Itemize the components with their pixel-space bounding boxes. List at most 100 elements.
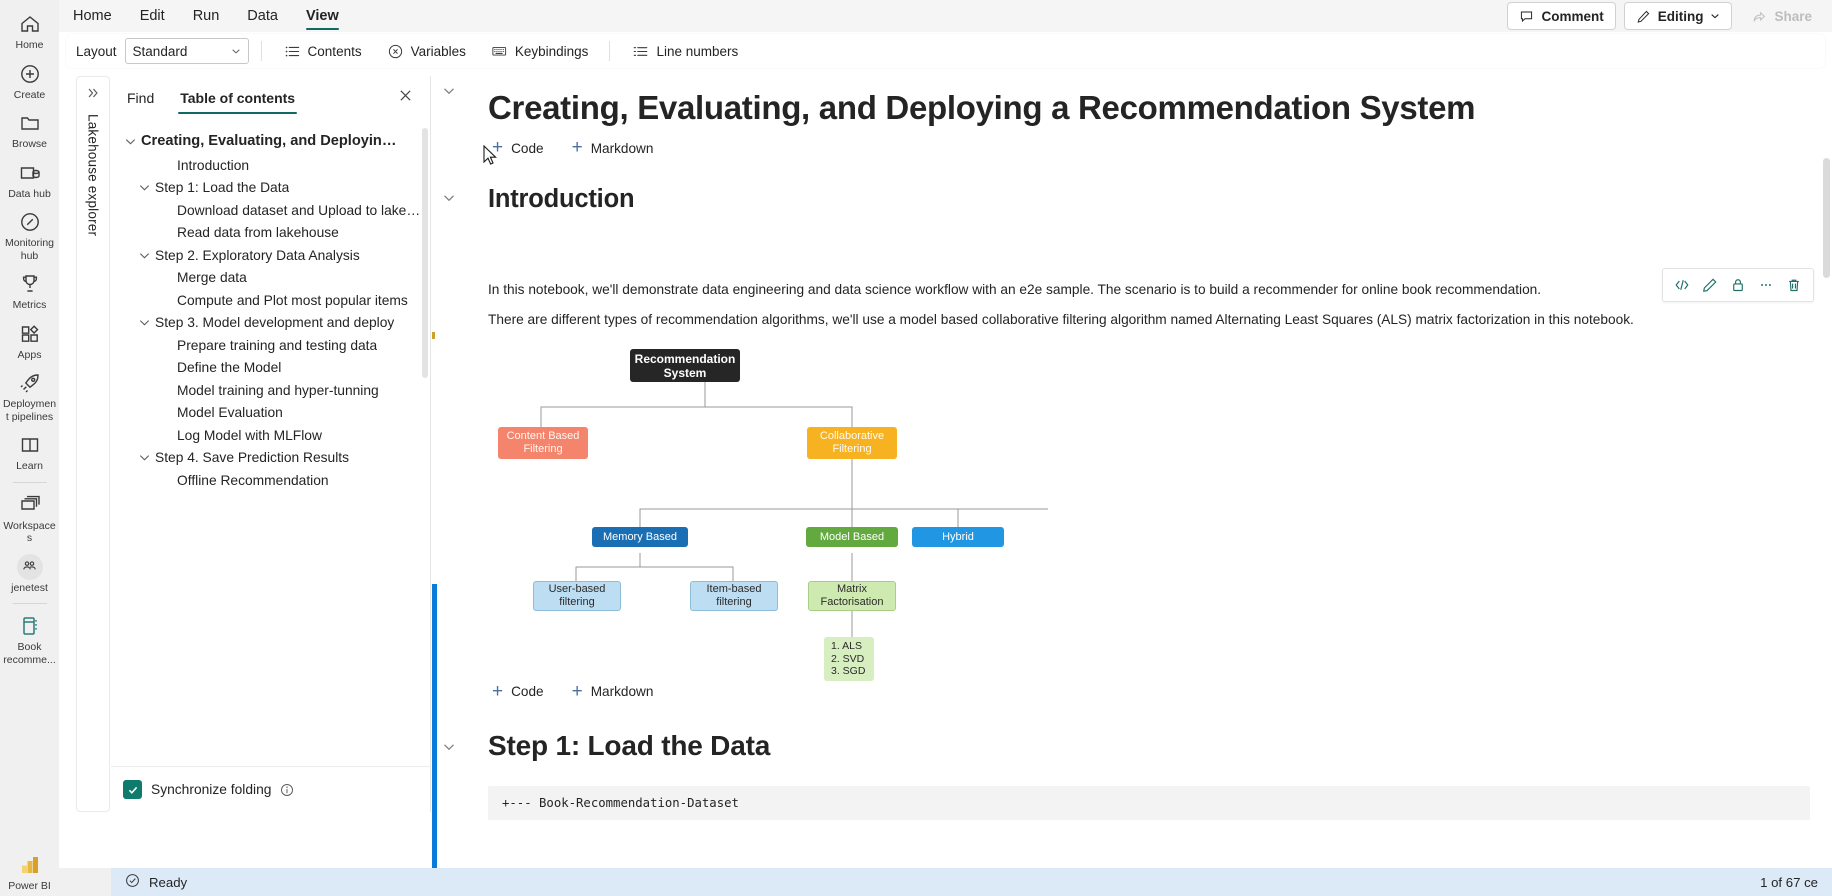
rail-item-user[interactable]: jenetest (0, 549, 59, 599)
toc-item-9[interactable]: Prepare training and testing data (111, 334, 430, 357)
pencil-icon[interactable] (1697, 273, 1723, 297)
trash-icon[interactable] (1781, 273, 1807, 297)
toc-item-10[interactable]: Define the Model (111, 357, 430, 380)
toc-item-12[interactable]: Model Evaluation (111, 402, 430, 425)
cell-collapse-toggle[interactable] (432, 76, 466, 98)
rail-item-browse[interactable]: Browse (0, 105, 59, 155)
workspaces-stack-icon (17, 492, 43, 518)
diagram-node-user-based: User-based filtering (533, 581, 621, 612)
rail-divider (12, 603, 47, 604)
ribbon-contents-button[interactable]: Contents (275, 38, 371, 64)
status-left-group: Ready (125, 873, 187, 891)
menu-home[interactable]: Home (73, 8, 112, 24)
rail-item-metrics[interactable]: Metrics (0, 266, 59, 316)
rail-item-deployment-pipelines[interactable]: Deployment pipelines (0, 365, 59, 427)
toc-item-1[interactable]: Introduction (111, 154, 430, 177)
toc-item-15[interactable]: Offline Recommendation (111, 469, 430, 492)
comment-button[interactable]: Comment (1507, 2, 1616, 30)
code-brackets-icon[interactable] (1669, 273, 1695, 297)
add-code-cell-button[interactable]: + Code (488, 138, 548, 159)
rail-item-monitoring-hub[interactable]: Monitoring hub (0, 204, 59, 266)
content-scrollbar-thumb[interactable] (1823, 158, 1830, 278)
tab-find[interactable]: Find (127, 90, 155, 106)
folder-icon (17, 110, 43, 136)
add-code-cell-button[interactable]: + Code (488, 681, 548, 702)
diagram-node-memory-based: Memory Based (592, 527, 688, 548)
toc-item-list[interactable]: Creating, Evaluating, and Deployin… Intro… (111, 128, 430, 766)
info-circle-icon[interactable] (280, 783, 294, 797)
toc-scrollbar[interactable] (422, 128, 428, 766)
toc-item-0[interactable]: Creating, Evaluating, and Deployin… (111, 128, 430, 154)
synchronize-folding-checkbox[interactable] (123, 780, 142, 799)
toc-item-label: Prepare training and testing data (177, 337, 378, 353)
toc-item-3[interactable]: Download dataset and Upload to lakeh… (111, 199, 430, 222)
line-numbers-icon (632, 43, 649, 60)
toc-item-13[interactable]: Log Model with MLFlow (111, 424, 430, 447)
keyboard-icon (491, 43, 508, 60)
rail-item-create[interactable]: Create (0, 56, 59, 106)
cell-action-toolbar (1662, 268, 1814, 302)
chevron-down-icon[interactable] (133, 316, 155, 329)
menu-view[interactable]: View (296, 1, 349, 31)
toc-item-2[interactable]: Step 1: Load the Data (111, 177, 430, 200)
share-button[interactable]: Share (1740, 2, 1824, 30)
toc-item-label: Model training and hyper-tunning (177, 382, 379, 398)
rail-label: Home (15, 39, 44, 51)
diagram-node-hybrid: Hybrid (912, 527, 1004, 548)
rail-label: Apps (17, 348, 42, 361)
toc-item-7[interactable]: Compute and Plot most popular items (111, 289, 430, 312)
rail-label: Learn (16, 460, 43, 472)
ribbon-line-numbers-button[interactable]: Line numbers (623, 38, 747, 64)
toc-tab-strip: Find Table of contents (111, 76, 430, 114)
ellipsis-icon[interactable] (1753, 273, 1779, 297)
toc-item-11[interactable]: Model training and hyper-tunning (111, 379, 430, 402)
status-bar-pad (59, 868, 111, 896)
toc-item-label: Introduction (177, 157, 250, 173)
toc-scrollbar-thumb[interactable] (422, 128, 428, 378)
view-ribbon: Layout Standard Contents (66, 34, 1825, 68)
add-markdown-cell-button[interactable]: + Markdown (568, 681, 658, 702)
cell-collapse-toggle[interactable] (432, 175, 466, 205)
chevron-double-right-icon[interactable] (86, 86, 100, 102)
chevron-down-icon[interactable] (133, 451, 155, 464)
toc-item-label: Offline Recommendation (177, 472, 329, 488)
toc-item-5[interactable]: Step 2. Exploratory Data Analysis (111, 244, 430, 267)
lakehouse-explorer-panel[interactable]: Lakehouse explorer (76, 76, 110, 812)
rail-item-home[interactable]: Home (0, 6, 59, 56)
rail-item-notebook-artifact[interactable]: Book recomme... (0, 608, 59, 670)
add-markdown-cell-button[interactable]: + Markdown (568, 138, 658, 159)
status-label: Ready (149, 874, 188, 890)
content-scrollbar[interactable] (1823, 158, 1830, 834)
menu-run[interactable]: Run (192, 8, 220, 24)
toc-item-14[interactable]: Step 4. Save Prediction Results (111, 447, 430, 470)
trophy-icon (17, 271, 43, 297)
comment-icon (1519, 9, 1534, 24)
plus-icon: + (492, 680, 504, 702)
chevron-down-icon[interactable] (133, 181, 155, 194)
cell-count-label: 1 of 67 ce (1760, 874, 1818, 890)
tab-table-of-contents[interactable]: Table of contents (178, 86, 297, 114)
layout-select[interactable]: Standard (124, 38, 249, 64)
rail-item-workspaces[interactable]: Workspaces (0, 487, 59, 549)
rail-item-data-hub[interactable]: Data hub (0, 155, 59, 205)
ribbon-item-label: Line numbers (656, 43, 739, 59)
ribbon-keybindings-button[interactable]: Keybindings (482, 38, 598, 64)
menu-edit[interactable]: Edit (139, 8, 165, 24)
toc-item-4[interactable]: Read data from lakehouse (111, 222, 430, 245)
plus-icon: + (492, 137, 504, 159)
cell-collapse-toggle[interactable] (432, 720, 466, 754)
rail-item-apps[interactable]: Apps (0, 316, 59, 366)
chevron-down-icon[interactable] (133, 249, 155, 262)
ribbon-variables-button[interactable]: Variables (378, 38, 475, 64)
diagram-node-collaborative: Collaborative Filtering (807, 427, 897, 460)
menu-data[interactable]: Data (247, 8, 278, 24)
chevron-down-icon[interactable] (119, 135, 141, 148)
close-icon[interactable] (394, 84, 416, 106)
toc-item-6[interactable]: Merge data (111, 267, 430, 290)
editing-button[interactable]: Editing (1623, 2, 1733, 30)
add-cell-row-top: + Code + Markdown (488, 132, 1810, 161)
rail-label: jenetest (11, 581, 48, 594)
toc-item-8[interactable]: Step 3. Model development and deploy (111, 312, 430, 335)
lock-icon[interactable] (1725, 273, 1751, 297)
rail-item-learn[interactable]: Learn (0, 427, 59, 477)
